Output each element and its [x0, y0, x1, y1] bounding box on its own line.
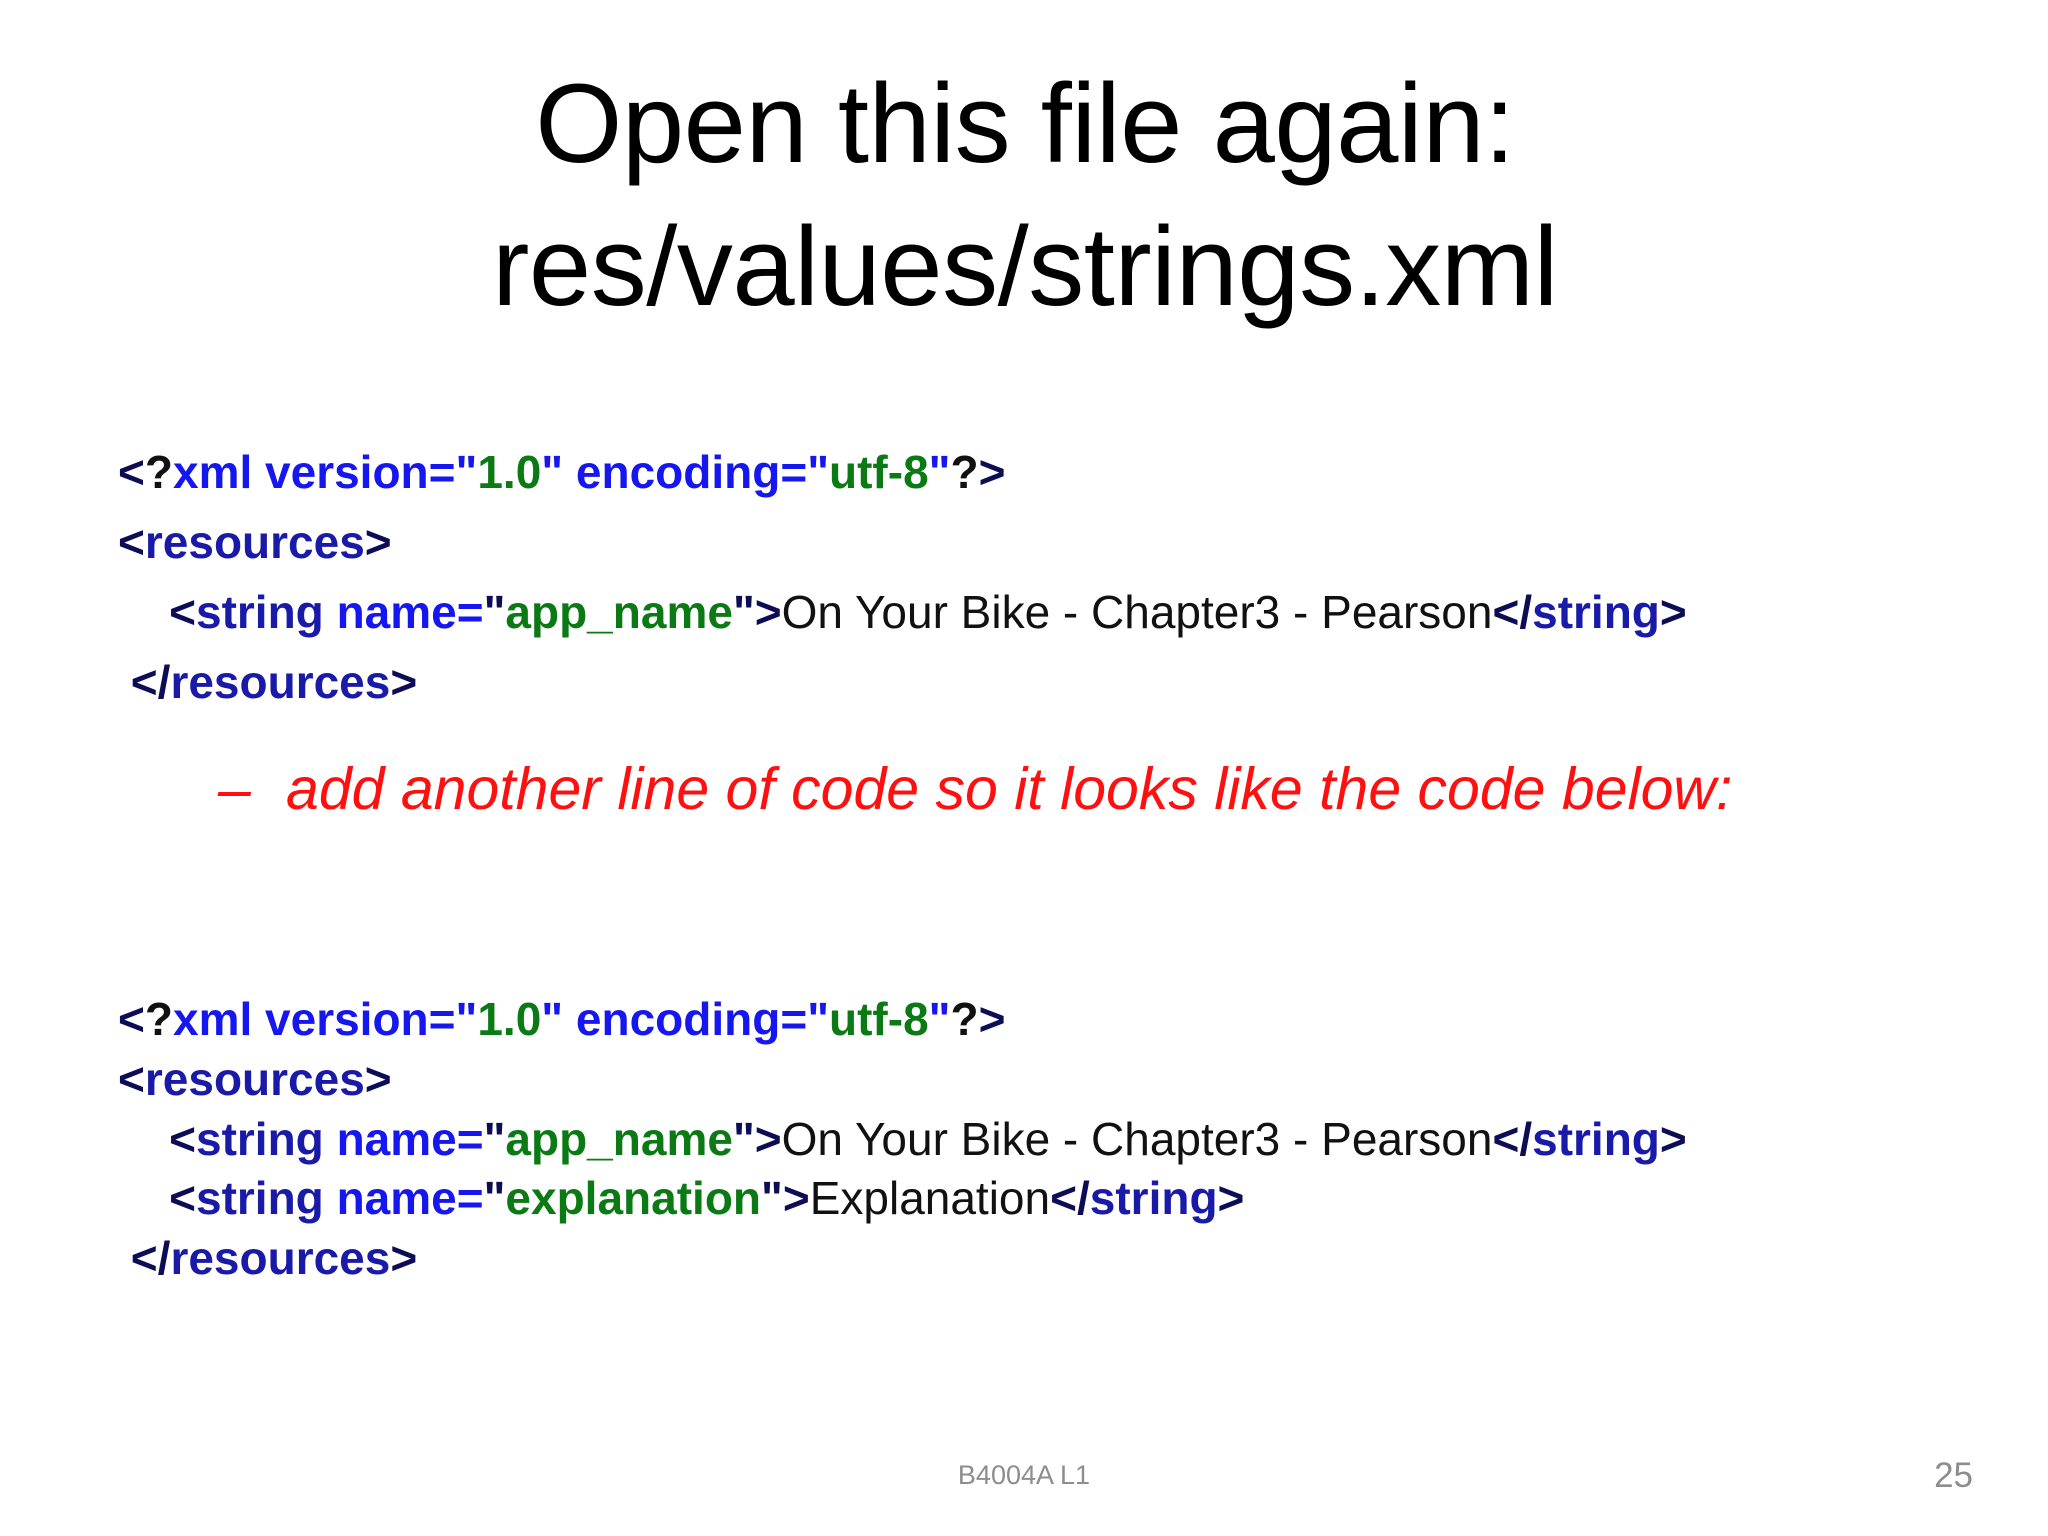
- code-token: On Your Bike - Chapter3 - Pearson: [781, 585, 1493, 638]
- code-line: <string name="explanation">Explanation</…: [118, 1169, 1687, 1229]
- page-title: Open this file again: res/values/strings…: [180, 52, 1870, 339]
- page-title-line-1: Open this file again:: [535, 61, 1515, 186]
- code-token: ": [541, 446, 564, 498]
- page-title-line-2: res/values/strings.xml: [492, 204, 1558, 330]
- code-token: explanation: [505, 1172, 762, 1225]
- code-token: >: [978, 993, 1006, 1045]
- code-token: [563, 993, 576, 1045]
- code-token: utf-8: [829, 446, 929, 498]
- code-token: name=: [336, 585, 484, 638]
- code-line: </resources>: [118, 648, 1687, 718]
- code-token: 1.0: [477, 993, 542, 1045]
- code-token: ": [483, 1172, 506, 1225]
- code-token: <: [169, 1112, 196, 1165]
- page-number: 25: [1934, 1456, 1973, 1495]
- code-token: string: [1089, 1172, 1218, 1225]
- code-token: </: [130, 1232, 171, 1285]
- code-token: ": [483, 585, 506, 638]
- code-line: <string name="app_name">On Your Bike - C…: [118, 578, 1687, 648]
- code-token: </: [130, 655, 171, 708]
- code-token: >: [364, 515, 392, 568]
- code-token: ": [455, 446, 478, 498]
- code-line: <string name="app_name">On Your Bike - C…: [118, 1110, 1687, 1170]
- code-line: </resources>: [118, 1229, 1687, 1289]
- code-indent: [118, 1232, 131, 1284]
- code-token: <: [169, 585, 196, 638]
- code-token: <: [118, 515, 145, 568]
- code-token: ": [928, 446, 951, 498]
- code-token: xml version=: [172, 993, 456, 1045]
- code-token: ": [455, 993, 478, 1045]
- code-token: ": [761, 1172, 783, 1225]
- note-text: add another line of code so it looks lik…: [286, 756, 1733, 822]
- code-token: xml version=: [172, 446, 456, 498]
- code-token: >: [978, 446, 1006, 498]
- code-token: >: [754, 1112, 782, 1165]
- code-token: app_name: [505, 1112, 733, 1165]
- code-token: string: [1532, 585, 1660, 638]
- code-token: ": [483, 1112, 506, 1165]
- code-token: <: [118, 1052, 145, 1105]
- code-token: >: [1659, 1112, 1687, 1165]
- code-token: resources: [144, 1052, 365, 1105]
- code-line: <resources>: [118, 508, 1687, 578]
- code-token: string: [196, 1172, 337, 1225]
- code-token: >: [390, 655, 418, 708]
- code-token: ?: [144, 446, 173, 498]
- code-token: >: [782, 1172, 810, 1225]
- code-token: >: [1217, 1172, 1245, 1225]
- code-token: >: [390, 1232, 418, 1285]
- code-token: </: [1492, 585, 1533, 638]
- code-token: </: [1492, 1112, 1533, 1165]
- code-indent: [118, 1113, 169, 1165]
- xml-code-block-original: <?xml version="1.0" encoding="utf-8"?><r…: [118, 438, 1687, 718]
- code-indent: [118, 586, 169, 638]
- code-indent: [118, 1172, 169, 1224]
- code-token: ?: [144, 993, 173, 1045]
- code-token: app_name: [505, 585, 733, 638]
- code-token: ?: [950, 446, 979, 498]
- code-token: encoding=: [575, 993, 808, 1045]
- code-token: ?: [950, 993, 979, 1045]
- code-token: resources: [170, 1232, 391, 1285]
- instruction-note: – add another line of code so it looks l…: [218, 752, 1858, 827]
- code-token: string: [196, 585, 337, 638]
- code-line: <?xml version="1.0" encoding="utf-8"?>: [118, 990, 1687, 1050]
- code-token: ": [807, 993, 830, 1045]
- code-token: resources: [170, 655, 391, 708]
- code-token: utf-8: [829, 993, 929, 1045]
- code-token: ": [732, 1112, 755, 1165]
- code-token: >: [754, 585, 782, 638]
- code-token: encoding=: [575, 446, 808, 498]
- code-token: name=: [336, 1172, 484, 1225]
- code-token: ": [541, 993, 564, 1045]
- code-token: string: [196, 1112, 337, 1165]
- code-token: name=: [336, 1112, 484, 1165]
- code-token: ": [928, 993, 951, 1045]
- code-token: Explanation: [809, 1172, 1051, 1225]
- code-token: <: [118, 993, 145, 1045]
- footer-label: B4004A L1: [957, 1460, 1091, 1490]
- code-indent: [118, 656, 131, 708]
- code-token: >: [1659, 585, 1687, 638]
- code-token: resources: [144, 515, 365, 568]
- code-token: ": [807, 446, 830, 498]
- code-token: On Your Bike - Chapter3 - Pearson: [781, 1112, 1493, 1165]
- code-line: <resources>: [118, 1050, 1687, 1110]
- code-token: 1.0: [477, 446, 542, 498]
- code-token: ": [732, 585, 755, 638]
- code-line: <?xml version="1.0" encoding="utf-8"?>: [118, 438, 1687, 508]
- code-token: <: [118, 446, 145, 498]
- code-token: [563, 446, 576, 498]
- code-token: <: [169, 1172, 196, 1225]
- xml-code-block-updated: <?xml version="1.0" encoding="utf-8"?><r…: [118, 990, 1687, 1289]
- note-dash-bullet: –: [218, 756, 251, 822]
- code-token: >: [364, 1052, 392, 1105]
- code-token: </: [1050, 1172, 1090, 1225]
- code-token: string: [1532, 1112, 1660, 1165]
